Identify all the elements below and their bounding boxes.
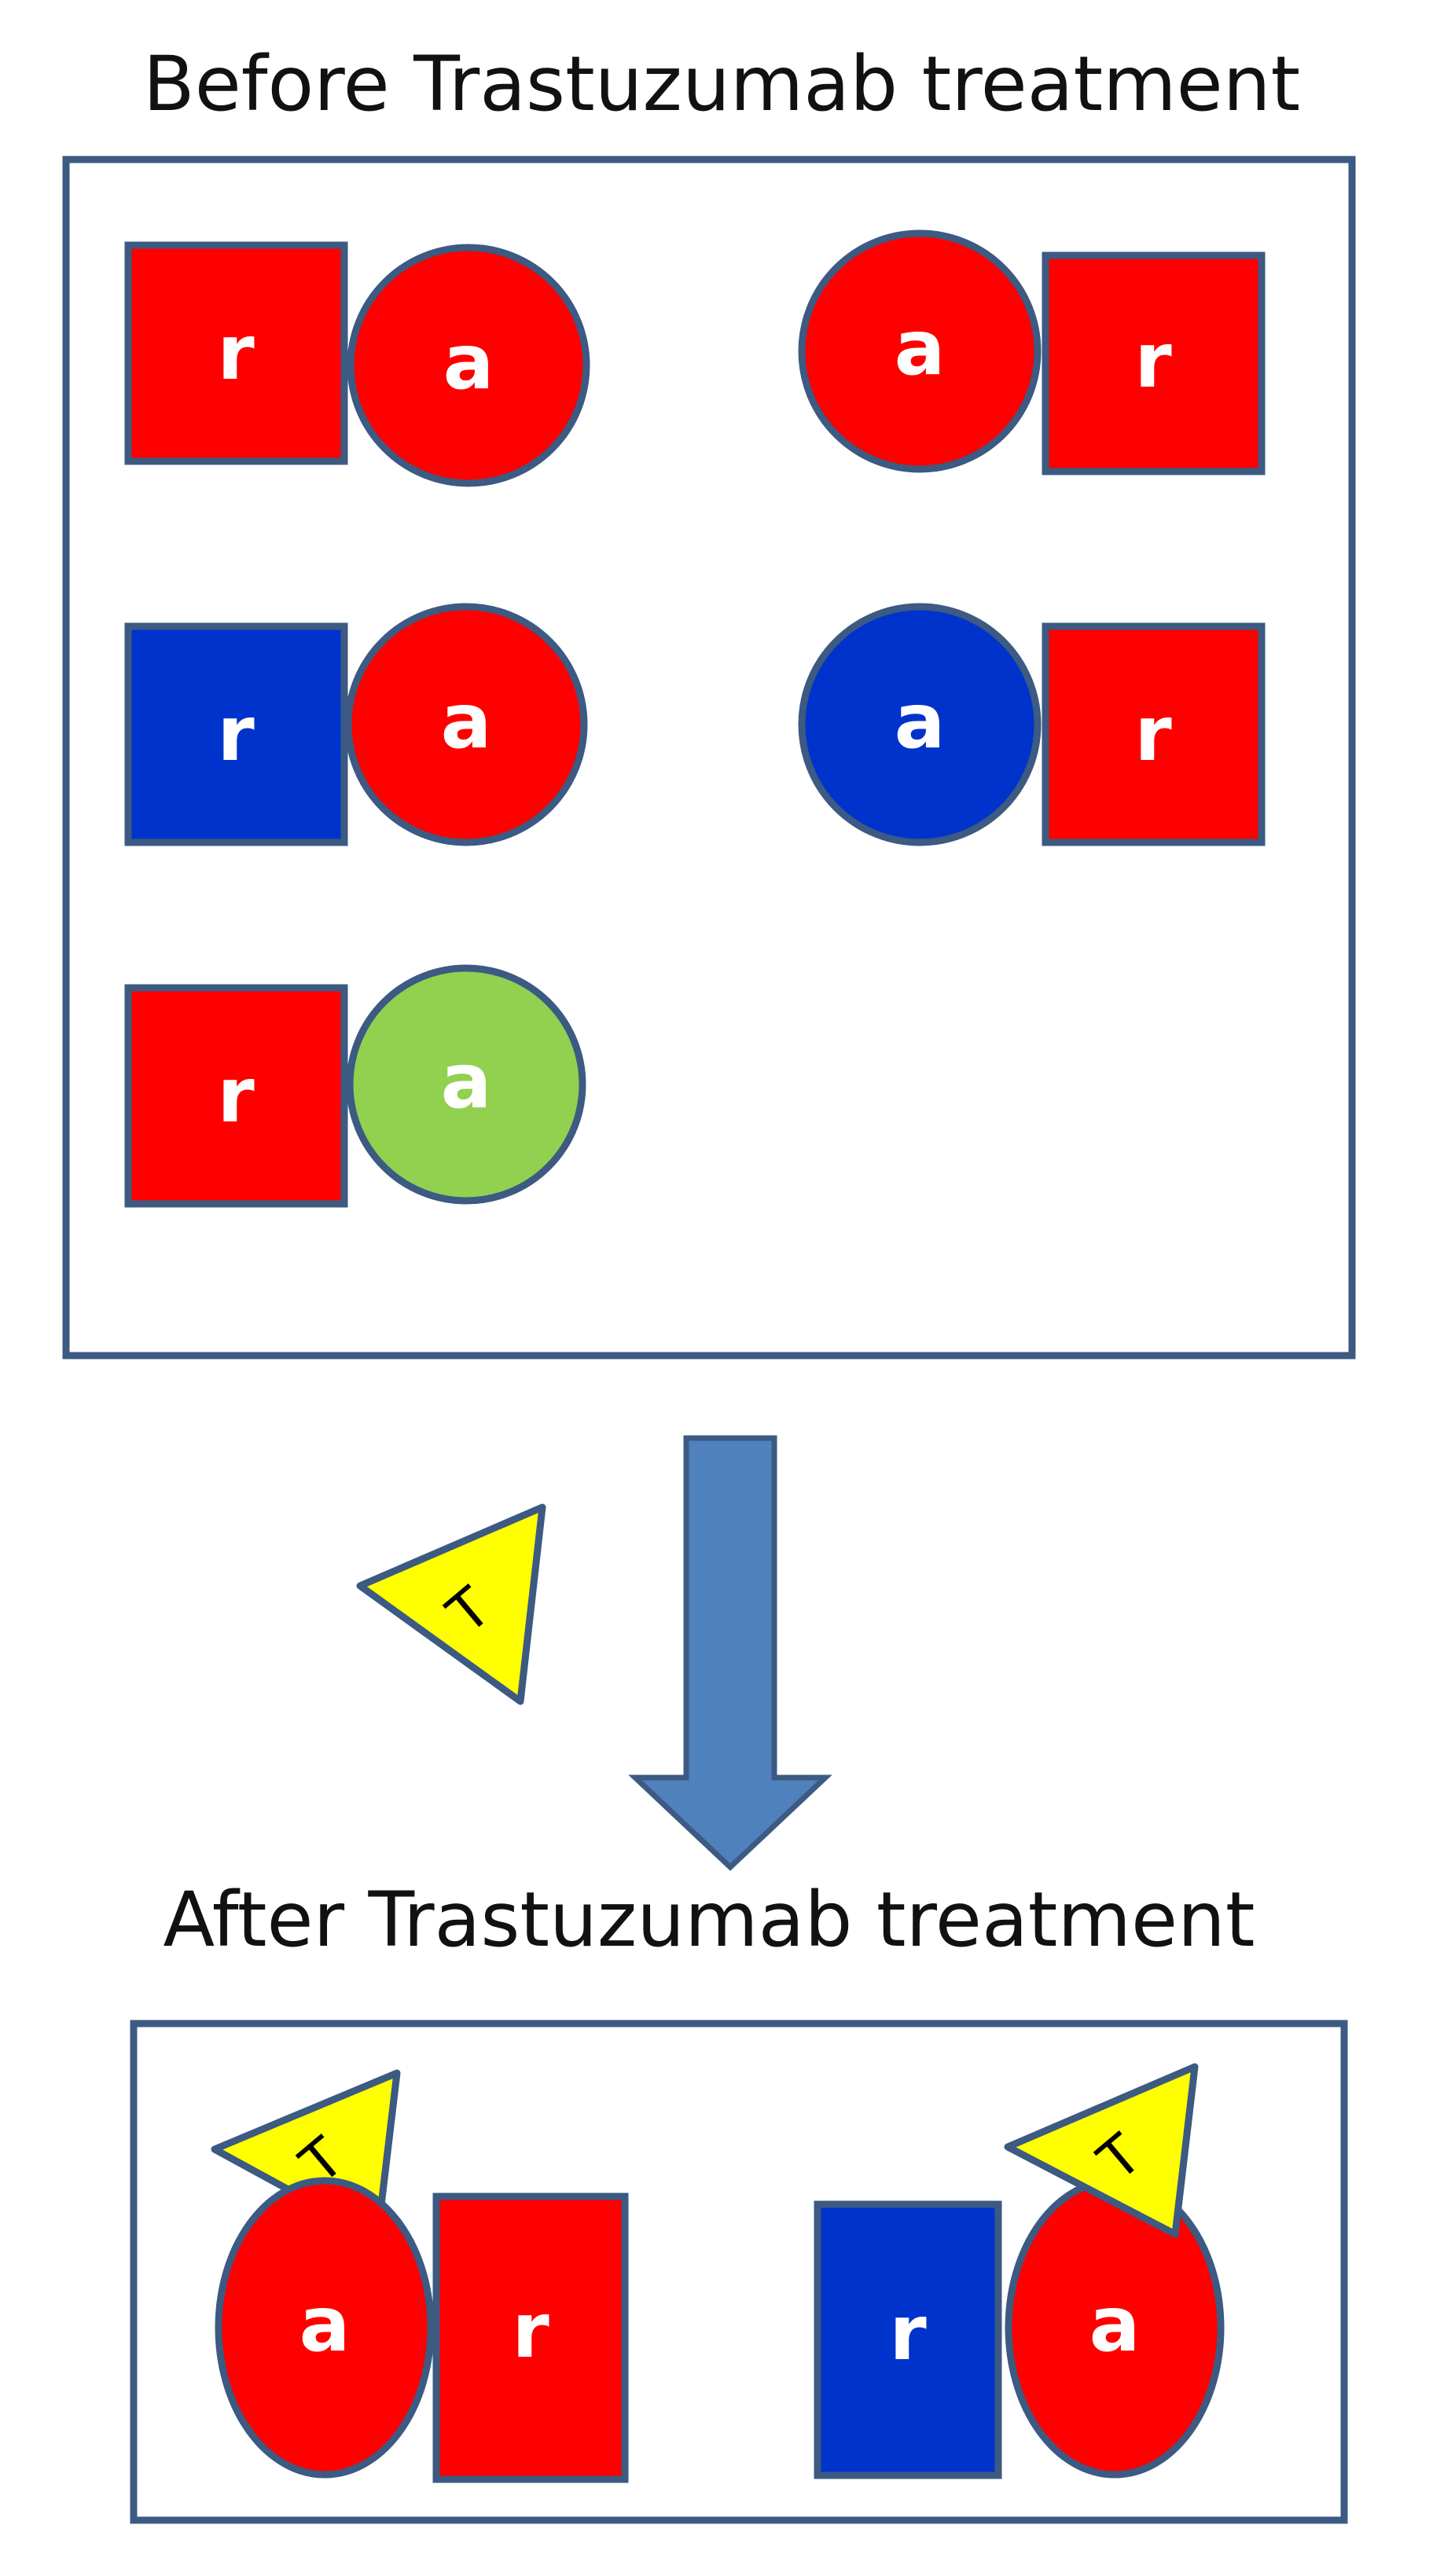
partner-circle-red	[344, 603, 588, 846]
partner-label: a	[299, 2281, 351, 2369]
partner-ellipse-red	[215, 2177, 435, 2479]
receptor-label: r	[217, 1051, 255, 1139]
complex-after-left: T a r	[211, 2069, 629, 2483]
receptor-label: r	[217, 309, 255, 397]
receptor-label: r	[512, 2287, 549, 2375]
partner-circle-red	[347, 244, 590, 487]
partner-circle-green	[346, 964, 586, 1205]
complex-after-right: r a T	[814, 2063, 1225, 2479]
receptor-square-red	[1042, 251, 1266, 475]
partner-label: a	[895, 677, 946, 765]
partner-label: a	[895, 304, 946, 392]
receptor-rect-red	[432, 2193, 629, 2483]
receptor-square-blue	[124, 622, 348, 846]
partner-circle-blue	[798, 603, 1042, 846]
partner-label: a	[443, 318, 494, 406]
receptor-label: r	[1134, 690, 1172, 778]
trastuzumab-free: T	[356, 1503, 546, 1705]
receptor-rect-blue	[814, 2200, 1002, 2479]
before-title: Before Trastuzumab treatment	[143, 40, 1300, 128]
receptor-label: r	[889, 2289, 927, 2377]
pair-row2-right: a r	[798, 603, 1266, 846]
trastuzumab-triangle	[356, 1503, 546, 1705]
pair-row1-left: r a	[124, 241, 590, 487]
partner-label: a	[441, 677, 492, 765]
after-title: After Trastuzumab treatment	[164, 1876, 1255, 1964]
pair-row1-right: a r	[798, 229, 1266, 475]
trastuzumab-triangle	[1004, 2063, 1199, 2238]
pair-row2-left: r a	[124, 603, 588, 846]
receptor-square-red	[124, 984, 348, 1208]
down-arrow	[628, 1435, 832, 1871]
partner-label: a	[1089, 2281, 1141, 2369]
receptor-square-red	[1042, 622, 1266, 846]
pair-row3-left: r a	[124, 964, 586, 1208]
partner-label: a	[441, 1037, 492, 1125]
partner-circle-red	[798, 229, 1042, 473]
receptor-label: r	[217, 690, 255, 778]
receptor-label: r	[1134, 317, 1172, 405]
receptor-square-red	[124, 241, 348, 465]
